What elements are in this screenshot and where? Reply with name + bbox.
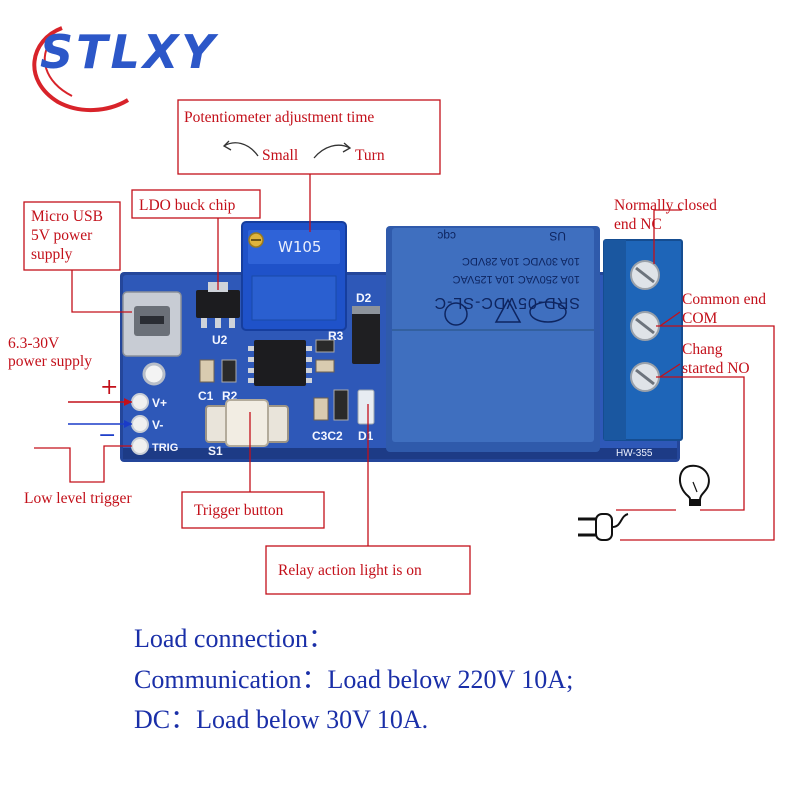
led-d1 <box>357 389 375 425</box>
callout-ldo-text: LDO buck chip <box>139 197 236 214</box>
ul-mark-icon <box>444 302 468 326</box>
callout-potentiometer: Potentiometer adjustment time Small Turn <box>177 99 441 175</box>
label-s1: S1 <box>208 444 223 458</box>
label-u2: U2 <box>212 333 228 347</box>
pin-pads <box>131 393 149 455</box>
line-nc <box>653 209 682 264</box>
callout-lines <box>34 174 775 546</box>
logo-text: STLXY <box>40 25 219 79</box>
logo-swoosh <box>32 26 130 113</box>
label-c3c2: C3C2 <box>312 429 343 443</box>
line-trigger <box>34 445 132 483</box>
label-r3: R3 <box>328 329 344 343</box>
warning-triangle-icon <box>494 298 522 323</box>
pin-pad-vminus <box>131 415 149 433</box>
line-no <box>659 363 681 378</box>
diode-d2 <box>352 306 380 364</box>
lightbulb-icon <box>679 464 710 506</box>
callout-usb-line1: Micro USB <box>31 208 103 225</box>
smd-part <box>315 359 335 373</box>
callout-nc-line1: Normally closed <box>614 197 717 214</box>
resistor-r3 <box>315 339 335 353</box>
callout-usb-line3: supply <box>31 246 73 263</box>
relay-rating-1: 10A 250VAC 10A 125VAC <box>453 273 580 285</box>
brand-logo: STLXY <box>32 25 219 113</box>
callout-ldo: LDO buck chip <box>131 189 261 219</box>
potentiometer <box>241 221 347 331</box>
arrow-left-icon <box>223 142 259 157</box>
callout-micro-usb: Micro USB 5V power supply <box>23 201 121 271</box>
callout-power-line1: 6.3-30V <box>8 335 60 352</box>
callout-power-line2: power supply <box>8 353 92 370</box>
arrow-right-icon <box>313 144 351 159</box>
pin-pad-trig <box>131 437 149 455</box>
terminal-block: HW-355 <box>603 239 683 459</box>
callout-low-level-trigger: Low level trigger <box>24 490 132 507</box>
callout-trigger-button-text: Trigger button <box>194 502 284 519</box>
callout-com-line1: Common end <box>682 291 766 308</box>
callout-relay-light: Relay action light is on <box>265 545 471 595</box>
capacitor-c3 <box>313 397 329 421</box>
resistor-r2 <box>221 359 237 383</box>
callout-potentiometer-title: Potentiometer adjustment time <box>184 109 374 126</box>
bottom-line-1: Load connection： <box>134 624 334 653</box>
pin-label-vminus: V- <box>152 418 163 432</box>
label-c1: C1 <box>198 389 214 403</box>
mounting-hole <box>142 362 166 386</box>
screw-com <box>630 311 660 341</box>
wire-no <box>656 376 745 511</box>
power-plug-icon <box>578 513 629 541</box>
label-d1: D1 <box>358 429 374 443</box>
pot-marking: W105 <box>278 238 321 256</box>
callout-no-line1: Chang <box>682 341 723 358</box>
wire-com <box>620 325 775 541</box>
bottom-line-3: DC：Load below 30V 10A. <box>134 705 428 734</box>
pin-label-trig: TRIG <box>152 442 178 454</box>
pin-pad-vplus <box>131 393 149 411</box>
relay-rating-2: 10A 30VDC 10A 28VDC <box>462 255 580 267</box>
line-com <box>659 311 681 327</box>
callout-no-line2: started NO <box>682 360 750 377</box>
arrow-vminus-icon <box>124 420 132 428</box>
relay-mark-right: cqc <box>437 229 456 243</box>
arrow-vplus-icon <box>124 398 132 406</box>
callout-relay-light-text: Relay action light is on <box>278 562 422 579</box>
callout-turn: Turn <box>355 147 385 164</box>
label-d2: D2 <box>356 291 372 305</box>
board-model: HW-355 <box>616 448 653 459</box>
callout-trigger-button: Trigger button <box>181 491 325 529</box>
callout-small: Small <box>262 147 298 164</box>
micro-usb-port <box>122 291 182 357</box>
capacitor-c2 <box>333 389 349 421</box>
screw-no <box>630 362 660 392</box>
cqc-mark-icon <box>529 301 567 323</box>
logo-swoosh-inner <box>43 39 73 97</box>
callout-com-line2: COM <box>682 310 718 327</box>
bottom-line-2: Communication：Load below 220V 10A; <box>134 665 573 694</box>
callout-usb-line2: 5V power <box>31 227 93 244</box>
relay: SRD-05VDC-SL-C 10A 250VAC 10A 125VAC 10A… <box>386 226 600 452</box>
screw-nc <box>630 260 660 290</box>
line-usb <box>71 270 132 313</box>
pcb-bottom-edge <box>123 448 677 459</box>
pin-label-vplus: V+ <box>152 396 167 410</box>
relay-mark-left: US <box>549 229 566 243</box>
minus-sign: − <box>98 423 116 448</box>
trigger-button-part <box>205 399 289 447</box>
plus-sign: + <box>100 375 118 400</box>
callout-nc-line2: end NC <box>614 216 662 233</box>
timer-ic <box>248 340 312 386</box>
relay-body <box>392 228 594 442</box>
capacitor-c1 <box>199 359 215 383</box>
